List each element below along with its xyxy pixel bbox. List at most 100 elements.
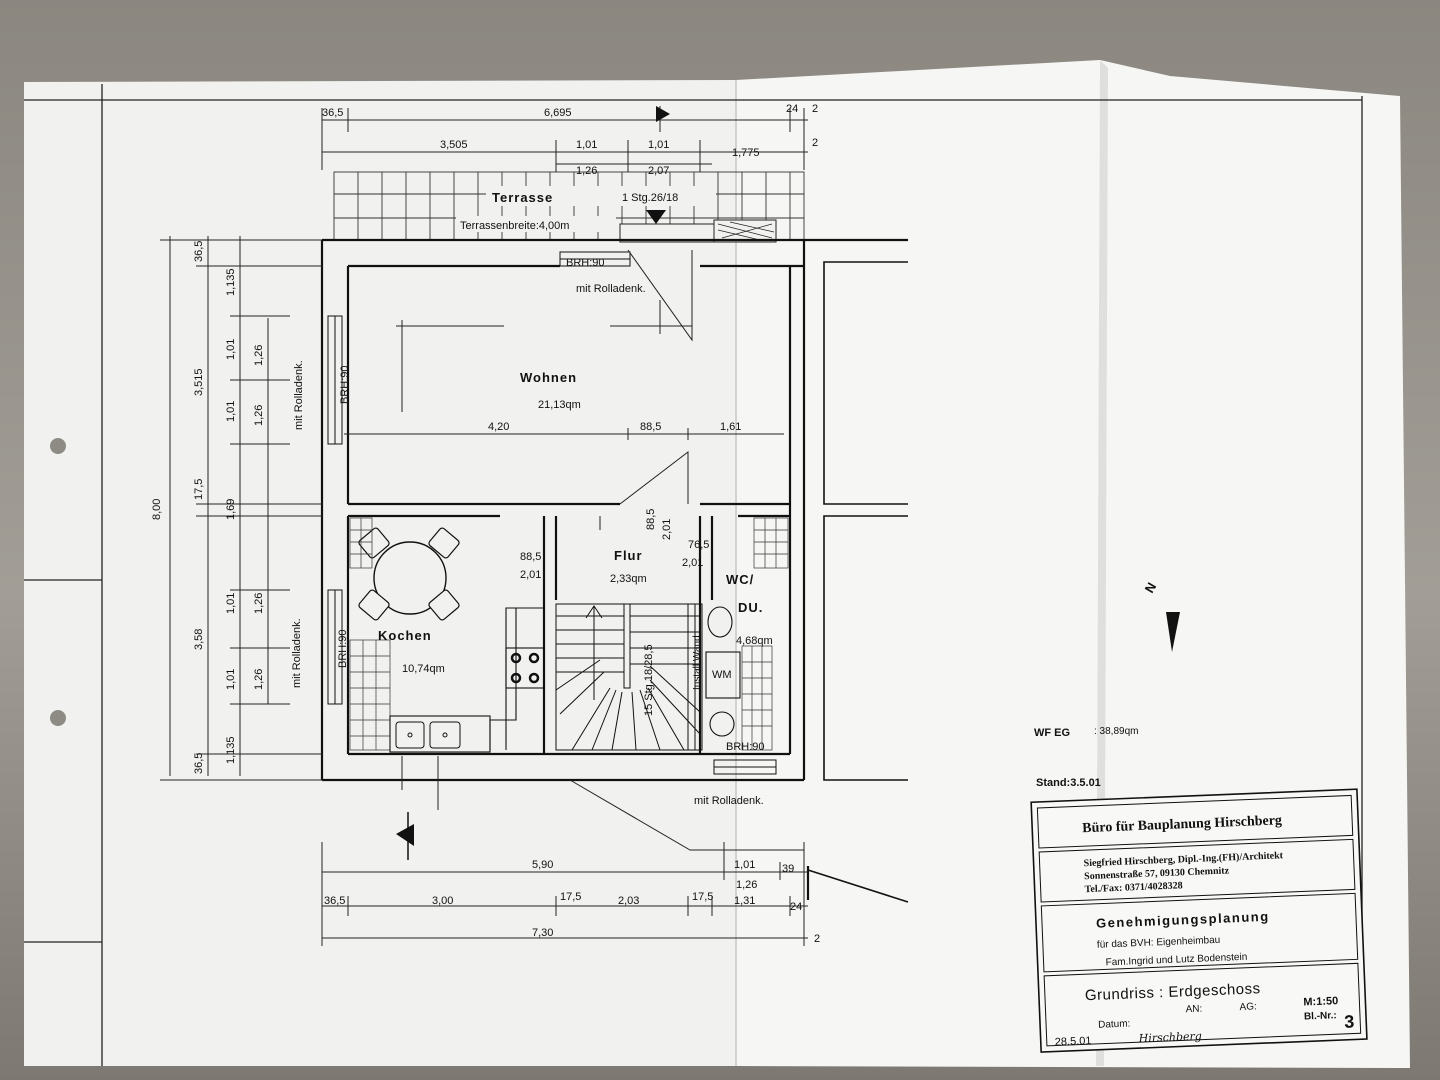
door-wc-dim: 76,5 [688, 539, 709, 551]
window-top [559, 251, 631, 267]
dim-bottom-right-small: 2 [814, 933, 820, 945]
door-kitchen-dim: 88,5 [520, 551, 541, 563]
kitchen-counter [389, 607, 545, 753]
wf-label: WF EG [1034, 727, 1070, 739]
window-left-living [327, 315, 343, 445]
dim-left-overall: 8,00 [151, 499, 163, 520]
plan-date: 28.5.01 [1055, 1035, 1092, 1048]
label-brh-left-kitchen: BRH:90 [337, 629, 349, 668]
stove-icon [510, 652, 540, 684]
dim-bottom-row2: 36,5 [324, 895, 345, 907]
field-date-label: Datum: [1098, 1018, 1131, 1030]
dim-top-row2: 1,775 [732, 147, 760, 159]
field-ag: AG: [1239, 1001, 1257, 1013]
bath-tiles [741, 517, 789, 751]
dim-left-col2: 1,135 [225, 268, 237, 296]
dim-left-col1: 36,5 [193, 753, 205, 774]
exterior-path [569, 779, 804, 851]
label-rolladen-top: mit Rolladenk. [576, 283, 646, 295]
dim-top-row2: 2 [812, 137, 818, 149]
living-dim: 88,5 [640, 421, 661, 433]
project-name: für das BVH: Eigenheimbau [1097, 935, 1221, 951]
toilet-icon [709, 711, 735, 737]
signature: Hirschberg [1137, 1030, 1202, 1046]
living-guides [344, 249, 784, 440]
dim-left-col2: 1,01 [225, 339, 237, 360]
field-an: AN: [1185, 1004, 1202, 1016]
dim-top-small-a: 24 [786, 103, 798, 115]
dim-top-row2: 3,505 [440, 139, 468, 151]
sink-icon [395, 721, 461, 749]
install-wall [687, 603, 703, 751]
terrace-width: Terrassenbreite:4,00m [460, 220, 569, 232]
dim-bottom-row1: 1,01 [734, 859, 755, 871]
hall-name: Flur [614, 548, 643, 563]
office-address-3: Tel./Fax: 0371/4028328 [1084, 880, 1182, 895]
entrance-arrow-icon [646, 210, 666, 224]
wf-value: : 38,89qm [1094, 726, 1138, 737]
dim-bottom-overall: 7,30 [532, 927, 553, 939]
label-rolladen-left-living: mit Rolladenk. [293, 360, 305, 430]
dim-left-col2: 1,69 [225, 499, 237, 520]
dim-left-col1: 36,5 [193, 241, 205, 262]
left-dimension-lines [160, 236, 322, 781]
window-wc [713, 759, 777, 775]
punch-hole-icon [50, 710, 66, 726]
stand-date: Stand:3.5.01 [1036, 777, 1101, 789]
dim-left-col1: 3,515 [193, 368, 205, 396]
dim-top-left-offset: 36,5 [322, 107, 343, 119]
dim-bottom-row2: 3,00 [432, 895, 453, 907]
planning-type: Genehmigungsplanung [1096, 909, 1270, 931]
dim-left-col2: 1,01 [225, 593, 237, 614]
dim-bottom-row1: 39 [782, 863, 794, 875]
north-arrow-icon [1166, 612, 1180, 652]
dim-left-col2: 1,135 [225, 736, 237, 764]
dim-bottom-row2: 2,03 [618, 895, 639, 907]
title-block: Büro für Bauplanung Hirschberg Siegfried… [1030, 788, 1368, 1053]
punch-hole-icon [50, 438, 66, 454]
washbasin-icon [707, 606, 733, 638]
dim-bottom-row1b: 1,26 [736, 879, 757, 891]
door-wc-dim: 2,01 [682, 557, 703, 569]
dim-left-col3: 1,26 [253, 593, 265, 614]
scale: M:1:50 [1303, 995, 1338, 1008]
dim-bottom-row2: 24 [790, 901, 802, 913]
label-brh-top: BRH:90 [566, 257, 605, 269]
field-sheet-label: Bl.-Nr.: [1304, 1010, 1337, 1022]
dim-left-col3: 1,26 [253, 405, 265, 426]
adjoining-building [807, 261, 909, 903]
living-dim: 1,61 [720, 421, 741, 433]
dim-left-col3: 1,26 [253, 669, 265, 690]
label-brh-left-living: BRH:90 [339, 365, 351, 404]
bottom-dimension-lines [321, 842, 808, 946]
drain-grate-hatch [717, 221, 775, 241]
wc-area: 4,68qm [736, 635, 773, 647]
terrace-name: Terrasse [492, 190, 553, 205]
dim-top-row2: 1,01 [576, 139, 597, 151]
dim-left-col3: 1,26 [253, 345, 265, 366]
door-hall [599, 450, 689, 530]
dim-left-col1: 17,5 [193, 479, 205, 500]
dim-top-row3: 1,26 [576, 165, 597, 177]
living-room-name: Wohnen [520, 370, 577, 385]
entrance-arrow-icon [656, 106, 670, 122]
washer-box [705, 651, 741, 699]
living-dim: 4,20 [488, 421, 509, 433]
wc-name-2: DU. [738, 600, 763, 615]
dim-left-col1: 3,58 [193, 629, 205, 650]
dining-table [373, 541, 447, 615]
entrance-arrow-icon [396, 824, 414, 846]
dim-top-row2: 1,01 [648, 139, 669, 151]
kitchen-tiles [349, 517, 391, 751]
dim-left-col2: 1,01 [225, 401, 237, 422]
label-rolladen-bottom: mit Rolladenk. [694, 795, 764, 807]
dim-bottom-row1: 5,90 [532, 859, 553, 871]
washer-label: WM [712, 669, 732, 681]
door-hall-dim: 2,01 [661, 519, 673, 540]
dim-left-col2: 1,01 [225, 669, 237, 690]
label-rolladen-left-kitchen: mit Rolladenk. [291, 618, 303, 688]
dim-bottom-row2: 17,5 [692, 891, 713, 903]
terrace-steps: 1 Stg.26/18 [622, 192, 678, 204]
